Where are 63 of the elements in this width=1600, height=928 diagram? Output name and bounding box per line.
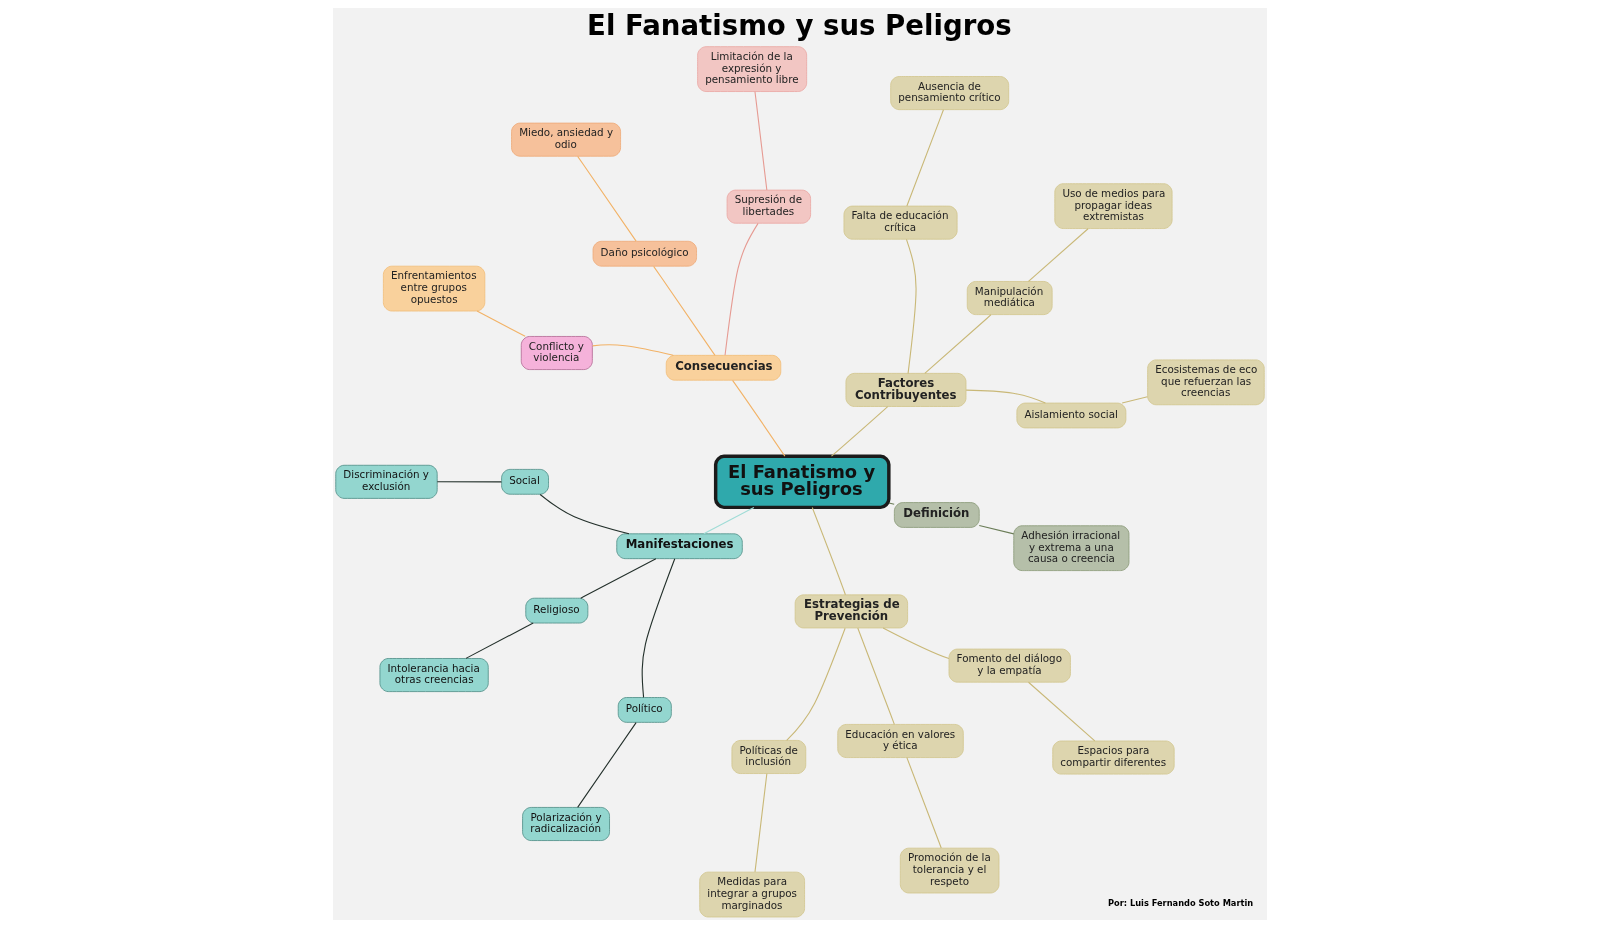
node-box: Falta de educación crítica [843, 205, 958, 240]
connector [577, 722, 637, 808]
node-box: Supresión de libertades [726, 189, 811, 224]
node-box: Fomento del diálogo y la empatía [948, 648, 1071, 683]
node-box: Limitación de la expresión y pensamiento libre [697, 46, 808, 92]
node-box: Definición [893, 502, 980, 528]
node-box: Estrategias de Prevención [794, 594, 909, 629]
connector [641, 558, 676, 698]
node-box: Miedo, ansiedad y odio [511, 122, 621, 157]
node-box: Medidas para integrar a grupos marginados [699, 871, 805, 918]
connector [965, 389, 1046, 404]
node-box: Daño psicológico [592, 240, 697, 267]
connector [580, 558, 657, 599]
connector [786, 627, 846, 741]
connector [924, 314, 992, 374]
node-box: El Fanatismo y sus Peligros [713, 454, 891, 510]
node-box: Políticas de inclusión [731, 740, 807, 774]
node-box: Político [617, 697, 672, 723]
node-box: Polarización y radicalización [522, 807, 610, 841]
connector [906, 757, 942, 849]
connector [888, 502, 895, 505]
connector [905, 238, 917, 374]
diagram-title: El Fanatismo y sus Peligros [587, 8, 1012, 42]
node-box: Consecuencias [665, 354, 782, 381]
connector [724, 222, 759, 356]
node-box: Aislamiento social [1016, 402, 1127, 429]
connector [754, 773, 768, 873]
connector [703, 506, 755, 535]
node-box: Factores Contribuyentes [845, 372, 967, 407]
node-box: Ausencia de pensamiento crítico [890, 76, 1010, 111]
node-box: Uso de medios para propagar ideas extremistas [1054, 183, 1173, 229]
node-box: Adhesión irracional y extrema a una causa o creencia [1013, 525, 1130, 571]
connector [830, 406, 889, 457]
connector [906, 109, 944, 207]
connector [1121, 396, 1148, 404]
connector [1027, 681, 1096, 742]
node-box: Enfrentamientos entre grupos opuestos [382, 265, 486, 312]
connector [882, 627, 950, 660]
connector [465, 622, 534, 659]
connector [978, 524, 1015, 535]
connector [653, 265, 716, 356]
node-box: Social [501, 469, 549, 495]
node-box: Intolerancia hacia otras creencias [379, 658, 489, 693]
node-box: Manipulación mediática [966, 281, 1053, 315]
label: Por: Luis Fernando Soto Martin [1107, 898, 1254, 909]
node-box: Espacios para compartir diferentes [1052, 740, 1175, 775]
node-box: Promoción de la tolerancia y el respeto [899, 847, 1000, 894]
connector [436, 481, 502, 483]
connector [539, 493, 630, 535]
connector [591, 344, 674, 356]
connector [577, 155, 637, 242]
connector [732, 379, 786, 457]
node-box: Discriminación y exclusión [335, 464, 438, 499]
node-box: Religioso [525, 597, 589, 624]
node-box: Conflicto y violencia [520, 336, 593, 370]
node-box: Ecosistemas de eco que refuerzan las creencias [1147, 359, 1265, 406]
connector [1027, 228, 1089, 282]
connector [476, 310, 526, 337]
connector [811, 507, 846, 596]
connector [857, 627, 895, 725]
connector [754, 91, 768, 191]
node-box: Educación en valores y ética [837, 724, 964, 758]
node-box: Manifestaciones [616, 533, 743, 560]
